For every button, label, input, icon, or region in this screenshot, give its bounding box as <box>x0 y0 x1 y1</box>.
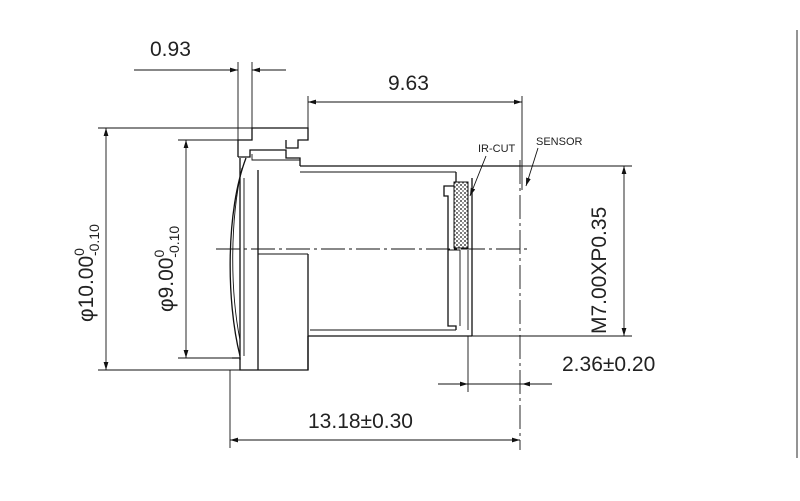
thread-label: M7.00XP0.35 <box>588 207 611 334</box>
flange-thickness-label: 0.93 <box>150 38 191 61</box>
outer-diameter-upper-tol: 0 <box>71 248 87 256</box>
svg-text:φ9.000-0.10: φ9.000-0.10 <box>151 226 182 312</box>
barrel-diameter-upper-tol: 0 <box>151 250 167 258</box>
dim-outer-diameter: φ10.000-0.10 <box>71 127 252 371</box>
outer-diameter-lower-tol: -0.10 <box>86 224 102 256</box>
sensor-label: SENSOR <box>536 136 583 148</box>
callout-sensor: SENSOR <box>525 136 583 187</box>
total-length-label: 13.18±0.30 <box>308 410 413 433</box>
dim-flange-thickness: 0.93 <box>134 38 286 140</box>
ir-cut-label: IR-CUT <box>478 143 516 155</box>
back-focal-length-label: 9.63 <box>388 72 429 95</box>
callout-ir-cut: IR-CUT <box>469 143 516 197</box>
dim-sensor-gap: 2.36±0.20 <box>438 336 655 392</box>
outer-diameter-base: φ10.00 <box>75 256 98 322</box>
barrel-diameter-base: φ9.00 <box>155 258 178 313</box>
dim-back-focal-length: 9.63 <box>307 72 523 190</box>
lens-body <box>216 127 530 450</box>
dim-barrel-diameter: φ9.000-0.10 <box>151 139 238 359</box>
svg-text:φ10.000-0.10: φ10.000-0.10 <box>71 224 102 322</box>
dim-total-length: 13.18±0.30 <box>229 370 520 448</box>
barrel-diameter-lower-tol: -0.10 <box>166 226 182 258</box>
dim-thread: M7.00XP0.35 <box>472 165 632 337</box>
sensor-gap-label: 2.36±0.20 <box>562 353 655 376</box>
